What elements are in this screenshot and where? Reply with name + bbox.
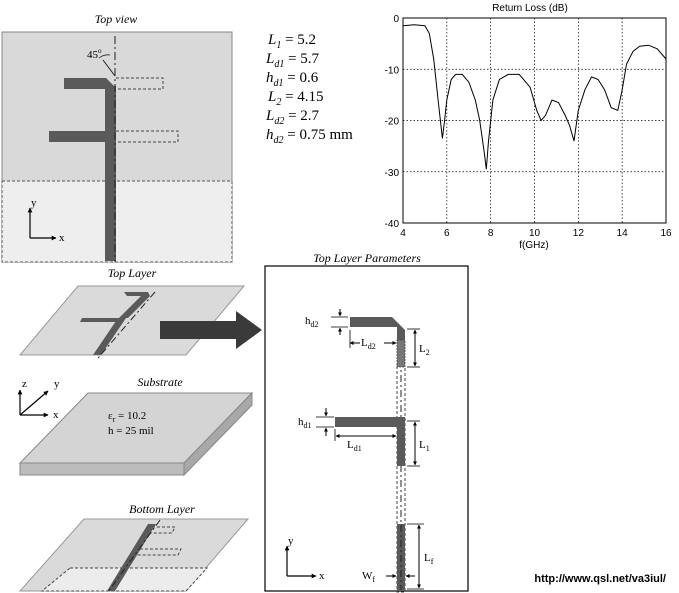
top-view-panel: Top view 45o y x — [1, 12, 233, 263]
x-tick-label: 10 — [529, 228, 541, 239]
top-layer-title: Top Layer — [108, 266, 157, 280]
substrate-z-label: z — [22, 378, 27, 390]
bottom-layer-feed — [107, 524, 156, 591]
ld2-label-bg — [360, 336, 384, 349]
angle-arc — [98, 54, 111, 59]
upper-dipole-stub — [396, 339, 406, 368]
l1-label: L1 — [419, 439, 430, 453]
params-y-label: y — [288, 535, 294, 547]
x-tick-label: 4 — [400, 228, 406, 239]
top-view-x-label: x — [59, 232, 65, 244]
top-dipole-1 — [49, 131, 115, 142]
substrate-x-label: x — [53, 409, 59, 421]
hd1-label: hd1 — [298, 416, 312, 430]
substrate-title: Substrate — [137, 375, 183, 389]
bottom-layer-ground — [40, 567, 209, 592]
top-layer-parameters-panel: Top Layer Parameters hd2 Ld2 L2 — [264, 251, 469, 593]
x-tick-label: 14 — [617, 228, 629, 239]
substrate-height: h = 25 mil — [108, 425, 154, 437]
params-x-label: x — [319, 570, 325, 582]
top-layer-feed — [93, 318, 126, 355]
bottom-layer-panel: Bottom Layer — [18, 502, 250, 593]
top-layer-dipole-2 — [124, 292, 150, 296]
substrate-epsilon: εr = 10.2 — [108, 410, 146, 424]
substrate-front-face — [19, 462, 185, 476]
source-url: http://www.qsl.net/va3iul/ — [534, 573, 666, 585]
top-layer-dipole-2-arm — [119, 296, 150, 318]
chart-title: Return Loss (dB) — [492, 3, 568, 14]
ld2-label: Ld2 — [361, 337, 376, 351]
top-dipole-2 — [64, 78, 116, 96]
feed-line — [105, 86, 116, 261]
top-layer-panel: Top Layer — [18, 266, 246, 359]
bottom-layer-dipole-2 — [150, 526, 176, 534]
ground-plane-outline — [1, 180, 233, 263]
y-tick-label: -20 — [385, 117, 400, 128]
top-layer-params-title: Top Layer Parameters — [313, 251, 421, 265]
x-tick-label: 6 — [444, 228, 450, 239]
angle-label: 45o — [87, 47, 102, 61]
bottom-layer-title: Bottom Layer — [129, 502, 195, 516]
lower-dipole-stub — [397, 427, 405, 466]
wf-label: Wf — [362, 570, 375, 584]
angle-line — [102, 59, 116, 77]
x-tick-label: 8 — [488, 228, 494, 239]
lower-dipole — [335, 417, 405, 427]
y-tick-label: 0 — [393, 14, 399, 25]
param-l2: L2 = 4.15 — [267, 89, 324, 108]
upper-dipole — [350, 317, 405, 340]
ld1-label-bg — [345, 437, 369, 450]
feed-outline — [396, 365, 406, 593]
top-layer-dipole-1 — [80, 318, 124, 322]
param-ld1: Ld1 = 5.7 — [265, 51, 320, 70]
param-ld2: Ld2 = 2.7 — [265, 108, 320, 127]
top-view-title: Top view — [95, 12, 138, 26]
big-arrow-icon — [160, 311, 262, 349]
top-view-y-label: y — [31, 197, 37, 209]
y-tick-label: -10 — [385, 65, 400, 76]
lf-label: Lf — [424, 552, 434, 566]
param-hd2: hd2 = 0.75 mm — [266, 127, 353, 146]
chart-ticks: 4 6 8 10 12 14 16 0 -10 -20 -30 -40 — [385, 14, 672, 239]
x-tick-label: 12 — [573, 228, 585, 239]
return-loss-chart: Return Loss (dB) 4 6 8 10 12 14 16 0 -10 -20 -30 -4… — [385, 3, 672, 251]
substrate-y-label: y — [54, 378, 60, 390]
x-tick-label: 16 — [660, 228, 672, 239]
top-layer-params-frame — [264, 265, 469, 592]
series-line-return-loss — [402, 24, 667, 170]
bottom-dipole-2-outline — [116, 77, 164, 90]
y-tick-label: -40 — [385, 219, 400, 230]
top-layer-board — [18, 285, 246, 356]
y-tick-label: -30 — [385, 168, 400, 179]
hd2-label: hd2 — [305, 315, 319, 329]
bottom-dipole-1-outline — [116, 130, 179, 143]
chart-x-label: f(GHz) — [519, 240, 548, 251]
substrate-side-face — [183, 391, 253, 477]
ld1-label: Ld1 — [347, 439, 362, 453]
param-l1: L1 = 5.2 — [267, 32, 316, 51]
l2-label: L2 — [419, 343, 430, 357]
substrate-y-axis — [19, 390, 49, 416]
bottom-layer-dipole-1 — [137, 548, 182, 556]
param-hd1: hd1 = 0.6 — [266, 70, 319, 89]
substrate-panel: Substrate εr = 10.2 h = 25 mil z y x — [17, 375, 254, 477]
